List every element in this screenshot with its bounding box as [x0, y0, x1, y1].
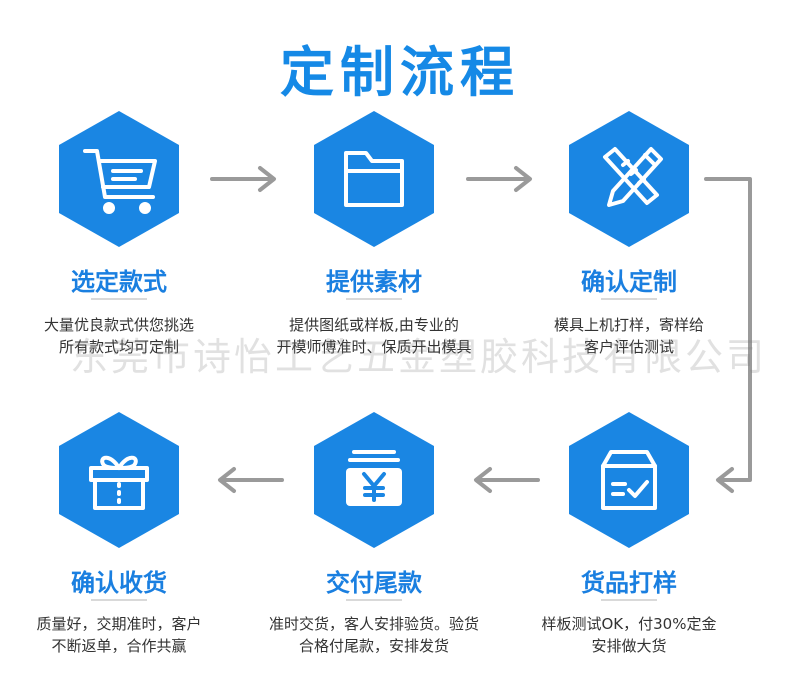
step-underline-2 [346, 298, 402, 300]
step-description-1-line-1: 大量优良款式供您挑选 [43, 316, 194, 334]
step-underline-4 [601, 599, 657, 601]
step-underline-1 [91, 298, 147, 300]
step-label-3: 确认定制 [581, 268, 677, 296]
step-hexagon-6 [59, 412, 179, 548]
arrow-step1-to-step2 [210, 166, 276, 192]
step-description-6: 质量好，交期准时，客户 不断返单，合作共赢 [0, 613, 239, 657]
step-description-3-line-1: 模具上机打样，寄样给 [553, 316, 704, 334]
step-label-4: 货品打样 [581, 569, 677, 597]
step-description-2: 提供图纸或样板,由专业的 开模师傅准时、保质开出模具 [254, 314, 494, 358]
step-description-4-line-1: 样板测试OK，付30%定金 [541, 615, 717, 633]
step-label-1: 选定款式 [71, 268, 167, 296]
box-check-icon [601, 450, 657, 510]
step-description-4-line-2: 安排做大货 [591, 637, 667, 655]
step-description-5: 准时交货，客人安排验货。验货 合格付尾款，安排发货 [244, 613, 504, 657]
step-underline-6 [91, 599, 147, 601]
step-description-4: 样板测试OK，付30%定金 安排做大货 [509, 613, 749, 657]
step-label-6: 确认收货 [71, 569, 167, 597]
step-description-2-line-1: 提供图纸或样板,由专业的 [289, 316, 459, 334]
step-hexagon-2 [314, 111, 434, 247]
arrow-step5-to-step6 [218, 467, 284, 493]
step-description-5-line-2: 合格付尾款，安排发货 [298, 637, 449, 655]
step-description-2-line-2: 开模师傅准时、保质开出模具 [276, 338, 472, 356]
step-hexagon-3 [569, 111, 689, 247]
shopping-cart-icon [83, 149, 157, 214]
step-label-5: 交付尾款 [326, 569, 422, 597]
gift-box-icon [89, 455, 149, 510]
step-hexagon-4 [569, 412, 689, 548]
step-description-1-line-2: 所有款式均可定制 [58, 338, 179, 356]
step-description-3: 模具上机打样，寄样给 客户评估测试 [509, 314, 749, 358]
pencil-ruler-icon [603, 147, 663, 207]
step-description-6-line-2: 不断返单，合作共赢 [51, 637, 187, 655]
page-title: 定制流程 [280, 41, 520, 104]
step-label-2: 提供素材 [326, 268, 422, 296]
step-description-3-line-2: 客户评估测试 [583, 338, 674, 356]
yuan-payment-icon [346, 450, 402, 506]
step-hexagon-1 [59, 111, 179, 247]
arrow-step4-to-step5 [474, 467, 540, 493]
arrow-step2-to-step3 [466, 166, 532, 192]
folder-icon [344, 151, 404, 207]
step-description-5-line-1: 准时交货，客人安排验货。验货 [268, 615, 479, 633]
arrow-step3-to-step4 [704, 177, 752, 493]
step-hexagon-5 [314, 412, 434, 548]
step-description-6-line-1: 质量好，交期准时，客户 [36, 615, 202, 633]
step-underline-5 [346, 599, 402, 601]
step-underline-3 [601, 298, 657, 300]
step-description-1: 大量优良款式供您挑选 所有款式均可定制 [0, 314, 239, 358]
